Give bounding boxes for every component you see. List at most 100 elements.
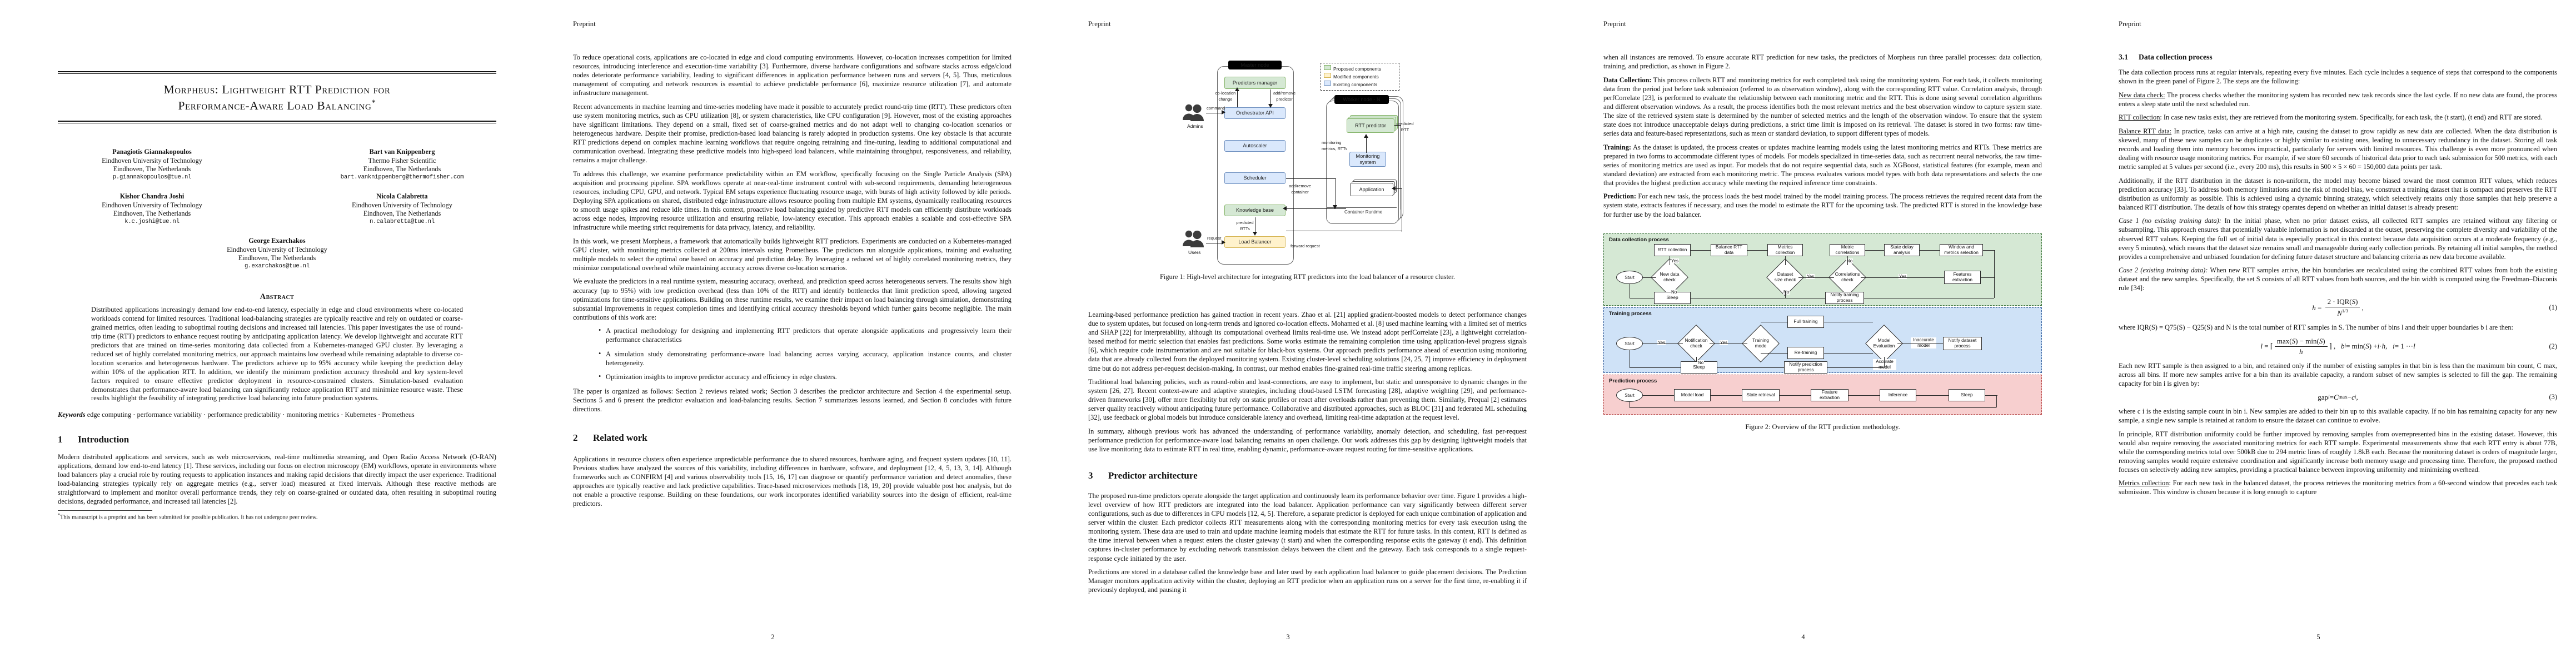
flow-tag-no: No: [1783, 289, 1790, 295]
worker-node-label: Worker node - N: [1334, 95, 1389, 104]
author-block: Panagiotis Giannakopoulos Eindhoven Univ…: [58, 148, 496, 270]
inline-label: RTT collection: [2119, 113, 2160, 122]
running-header: Preprint: [573, 20, 596, 28]
paragraph: We evaluate the predictors in a real run…: [573, 277, 1012, 321]
paragraph: Prediction: For each new task, the proce…: [1603, 192, 2042, 218]
inline-label: Case 2 (existing training data):: [2119, 266, 2208, 275]
inline-label: Training:: [1603, 143, 1632, 151]
panel-title: Prediction process: [1609, 377, 1657, 384]
author-entry: Panagiotis Giannakopoulos Eindhoven Univ…: [61, 148, 244, 181]
flow-re-training: Re-training: [1787, 346, 1824, 359]
abstract-heading: Abstract: [260, 292, 295, 302]
author-location: Eindhoven, The Netherlands: [363, 165, 441, 173]
paragraph: Case 1 (no existing training data): In t…: [2119, 217, 2557, 261]
keywords-line: Keywords edge computing · performance va…: [58, 410, 496, 419]
section-number: 3: [1088, 470, 1093, 481]
flow-tag-yes: Yes: [1657, 340, 1666, 345]
legend-swatch-existing: [1324, 80, 1331, 86]
container-runtime-label: Container Runtime: [1344, 210, 1383, 215]
author-email[interactable]: n.calabretta@tue.nl: [370, 218, 435, 225]
legend-item: Existing components: [1324, 80, 1396, 88]
paragraph: Data Collection: This process collects R…: [1603, 76, 2042, 137]
flow-inference: Inference: [1880, 389, 1916, 401]
page-2: Preprint To reduce operational costs, ap…: [515, 0, 1030, 667]
arrow-sched-h1: [1286, 178, 1336, 180]
flow-start: Start: [1616, 388, 1643, 402]
author-entry: Kishor Chandra Joshi Eindhoven Universit…: [61, 192, 244, 226]
keywords-label: Keywords: [58, 411, 86, 419]
title-rule-bottom: [58, 121, 496, 124]
arrow-pm-to-orch-line: [1270, 89, 1272, 105]
rtt-predictor-node[interactable]: RTT predictor: [1347, 118, 1394, 133]
paragraph: The data collection process runs at regu…: [2119, 68, 2557, 86]
author-email[interactable]: bart.vanknippenberg@thermofisher.com: [340, 173, 464, 181]
people-glyph: [1183, 230, 1204, 247]
autoscaler-node[interactable]: Autoscaler: [1224, 140, 1285, 152]
section-title: Introduction: [78, 434, 129, 445]
orchestrator-api-node[interactable]: Orchestrator API: [1224, 107, 1285, 119]
flow-start: Start: [1616, 336, 1643, 350]
arrow-app-in-h: [1395, 188, 1402, 190]
equation-1: h = 2 · IQR(S)N1/3, (1): [2312, 297, 2557, 317]
list-item: A simulation study demonstrating perform…: [599, 349, 1012, 367]
running-header: Preprint: [2119, 20, 2141, 28]
page-3: Preprint Master node Predictors manager …: [1030, 0, 1546, 667]
list-item: Optimization insights to improve predict…: [599, 372, 1012, 381]
figure2-panel-prediction: Prediction process Start Model load Stat…: [1603, 374, 2042, 415]
edge-label-forward-request: forward request: [1291, 243, 1320, 248]
paragraph: The paper is organized as follows: Secti…: [573, 387, 1012, 413]
author-email[interactable]: g.exarchakos@tue.nl: [245, 262, 310, 270]
arrow-mon-to-pred-head: [1364, 134, 1368, 138]
panel-title: Data collection process: [1609, 236, 1669, 243]
list-item: A practical methodology for designing an…: [599, 326, 1012, 344]
author-email[interactable]: k.c.joshi@tue.nl: [124, 218, 180, 225]
title-footnote-marker: *: [371, 98, 376, 107]
arrow-kb-to-lb-head: [1253, 232, 1257, 236]
scheduler-node[interactable]: Scheduler: [1224, 172, 1285, 184]
running-header: Preprint: [1088, 20, 1111, 28]
load-balancer-node[interactable]: Load Balancer: [1224, 236, 1285, 248]
author-email[interactable]: p.giannakopoulos@tue.nl: [112, 173, 192, 181]
people-glyph: [1183, 104, 1204, 121]
title-line-1: Morpheus: Lightweight RTT Prediction for: [163, 83, 391, 96]
predictors-manager-node[interactable]: Predictors manager: [1224, 77, 1285, 89]
admins-icon: [1182, 103, 1207, 125]
flow-tag-yes: Yes: [1899, 273, 1907, 279]
author-location: Eindhoven, The Netherlands: [363, 210, 441, 218]
flow-tag-yes: Yes: [1720, 340, 1728, 345]
equation-number: (1): [2549, 303, 2557, 312]
page-title: Morpheus: Lightweight RTT Prediction for…: [58, 74, 496, 121]
paragraph: Training: As the dataset is updated, the…: [1603, 143, 2042, 187]
section-title: Data collection process: [2139, 53, 2213, 61]
abstract-text: Distributed applications increasingly de…: [91, 306, 463, 402]
legend-label: Existing components: [1333, 81, 1378, 87]
figure-1-caption: Figure 1: High-level architecture for in…: [1160, 273, 1455, 281]
knowledge-base-node[interactable]: Knowledge base: [1224, 205, 1285, 216]
arrow-command-head: [1222, 110, 1225, 115]
legend-item: Modified components: [1324, 72, 1396, 81]
paragraph: where c i is the existing sample count i…: [2119, 407, 2557, 425]
page-1: arXiv:2510.20506v1 [cs.DC] 23 Oct 2025 M…: [0, 0, 515, 667]
application-node[interactable]: Application: [1350, 183, 1393, 196]
section-title: Related work: [593, 432, 647, 444]
monitoring-system-node[interactable]: Monitoring system: [1349, 152, 1386, 167]
page-number: 3: [1286, 633, 1290, 641]
inline-label: Prediction:: [1603, 192, 1636, 201]
legend-label: Proposed components: [1333, 66, 1381, 72]
flow-tag-no: No: [1697, 360, 1705, 365]
inline-label: Case 1 (no existing training data):: [2119, 217, 2221, 225]
